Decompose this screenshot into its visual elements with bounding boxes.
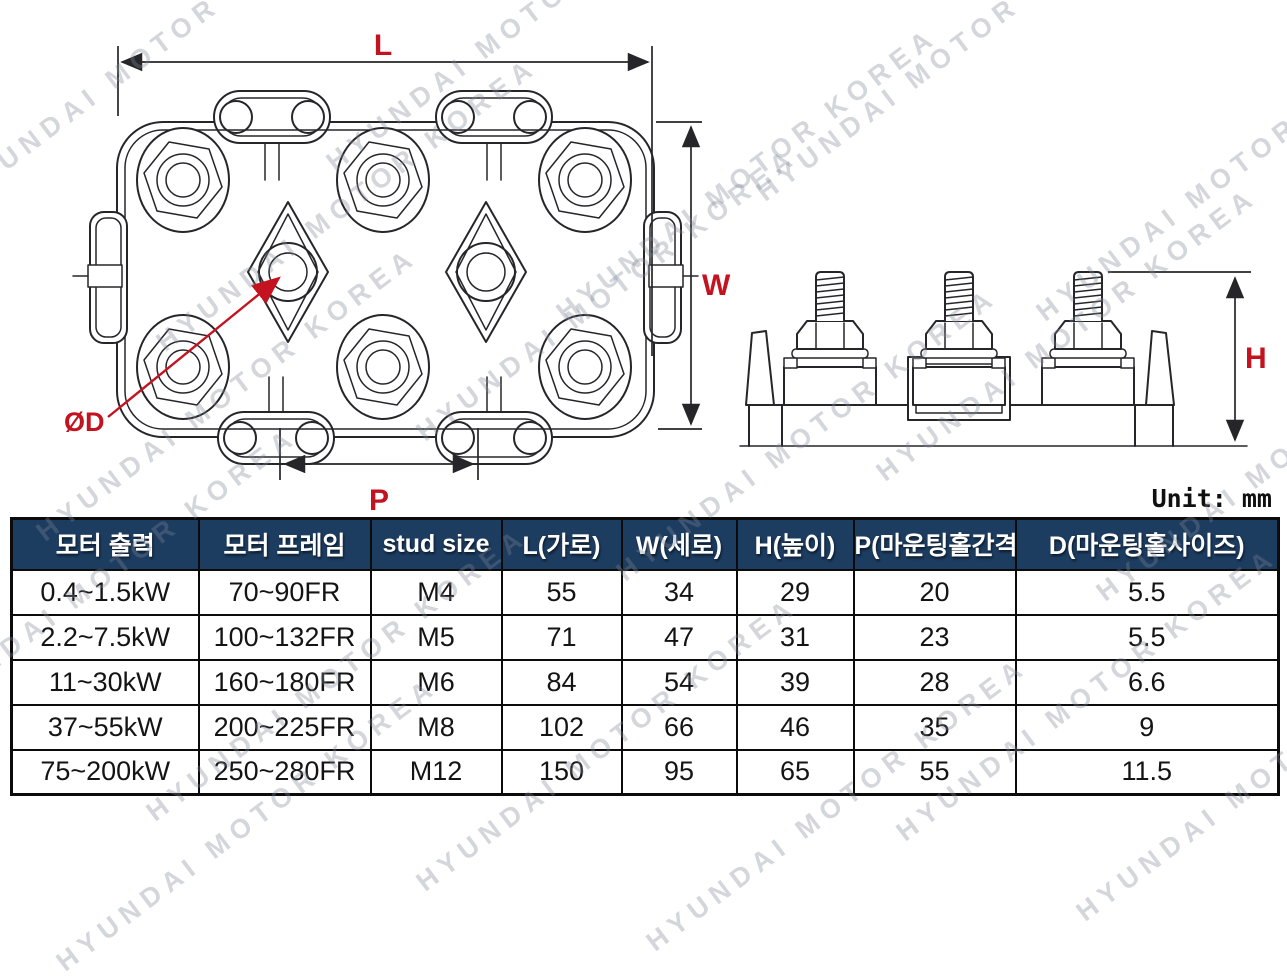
table-cell: 11~30kW: [10, 658, 200, 706]
table-row: 0.4~1.5kW 70~90FR M4 55 34 29 20 5.5: [10, 568, 1280, 616]
spec-table-container: 모터 출력 모터 프레임 stud size L(가로) W(세로) H(높이)…: [10, 517, 1280, 796]
table-cell: 160~180FR: [197, 658, 372, 706]
table-cell: M12: [369, 748, 503, 796]
table-cell: 39: [735, 658, 855, 706]
column-header-motor-output: 모터 출력: [10, 517, 200, 571]
table-cell: 100~132FR: [197, 613, 372, 661]
table-cell: 20: [852, 568, 1017, 616]
table-cell: 71: [500, 613, 623, 661]
table-cell: 66: [620, 703, 738, 751]
table-cell: M8: [369, 703, 503, 751]
column-header-hole-size: D(마운팅홀사이즈): [1014, 517, 1280, 571]
table-cell: 23: [852, 613, 1017, 661]
column-header-height: H(높이): [735, 517, 855, 571]
table-cell: 28: [852, 658, 1017, 706]
table-cell: 5.5: [1014, 568, 1280, 616]
table-cell: M5: [369, 613, 503, 661]
table-row: 37~55kW 200~225FR M8 102 66 46 35 9: [10, 703, 1280, 751]
table-cell: 70~90FR: [197, 568, 372, 616]
technical-drawing: L W P ØD H Unit: mm: [64, 29, 1272, 516]
table-cell: M4: [369, 568, 503, 616]
column-header-hole-pitch: P(마운팅홀간격): [852, 517, 1017, 571]
table-cell: 34: [620, 568, 738, 616]
table-cell: 102: [500, 703, 623, 751]
table-cell: 29: [735, 568, 855, 616]
table-cell: 75~200kW: [10, 748, 200, 796]
dim-label-hole-diameter: ØD: [64, 407, 105, 437]
table-row: 75~200kW 250~280FR M12 150 95 65 55 11.5: [10, 748, 1280, 796]
table-cell: 0.4~1.5kW: [10, 568, 200, 616]
table-cell: 84: [500, 658, 623, 706]
table-cell: 54: [620, 658, 738, 706]
table-cell: 150: [500, 748, 623, 796]
table-cell: 37~55kW: [10, 703, 200, 751]
dimension-lines-side-view: [1108, 271, 1251, 442]
table-cell: 9: [1014, 703, 1280, 751]
table-cell: 6.6: [1014, 658, 1280, 706]
column-header-width: W(세로): [620, 517, 738, 571]
table-cell: 46: [735, 703, 855, 751]
table-cell: 5.5: [1014, 613, 1280, 661]
table-cell: 47: [620, 613, 738, 661]
header-row: 모터 출력 모터 프레임 stud size L(가로) W(세로) H(높이)…: [10, 517, 1280, 571]
table-cell: 65: [735, 748, 855, 796]
table-cell: 2.2~7.5kW: [10, 613, 200, 661]
column-header-length: L(가로): [500, 517, 623, 571]
dim-label-width: W: [702, 269, 731, 302]
table-cell: 95: [620, 748, 738, 796]
column-header-motor-frame: 모터 프레임: [197, 517, 372, 571]
dim-label-pitch: P: [369, 484, 389, 516]
table-cell: 35: [852, 703, 1017, 751]
spec-table: 모터 출력 모터 프레임 stud size L(가로) W(세로) H(높이)…: [10, 517, 1280, 796]
unit-label: Unit: mm: [1152, 484, 1272, 513]
dim-label-length: L: [374, 29, 392, 62]
side-view-drawing: [739, 271, 1248, 447]
table-cell: 250~280FR: [197, 748, 372, 796]
table-row: 11~30kW 160~180FR M6 84 54 39 28 6.6: [10, 658, 1280, 706]
table-cell: M6: [369, 658, 503, 706]
dimension-lines-top-view: [107, 46, 702, 480]
table-cell: 11.5: [1014, 748, 1280, 796]
column-header-stud-size: stud size: [369, 517, 503, 571]
dim-label-height: H: [1245, 342, 1267, 375]
table-cell: 31: [735, 613, 855, 661]
table-cell: 55: [852, 748, 1017, 796]
top-view-drawing: [72, 90, 699, 465]
table-cell: 55: [500, 568, 623, 616]
table-cell: 200~225FR: [197, 703, 372, 751]
table-row: 2.2~7.5kW 100~132FR M5 71 47 31 23 5.5: [10, 613, 1280, 661]
